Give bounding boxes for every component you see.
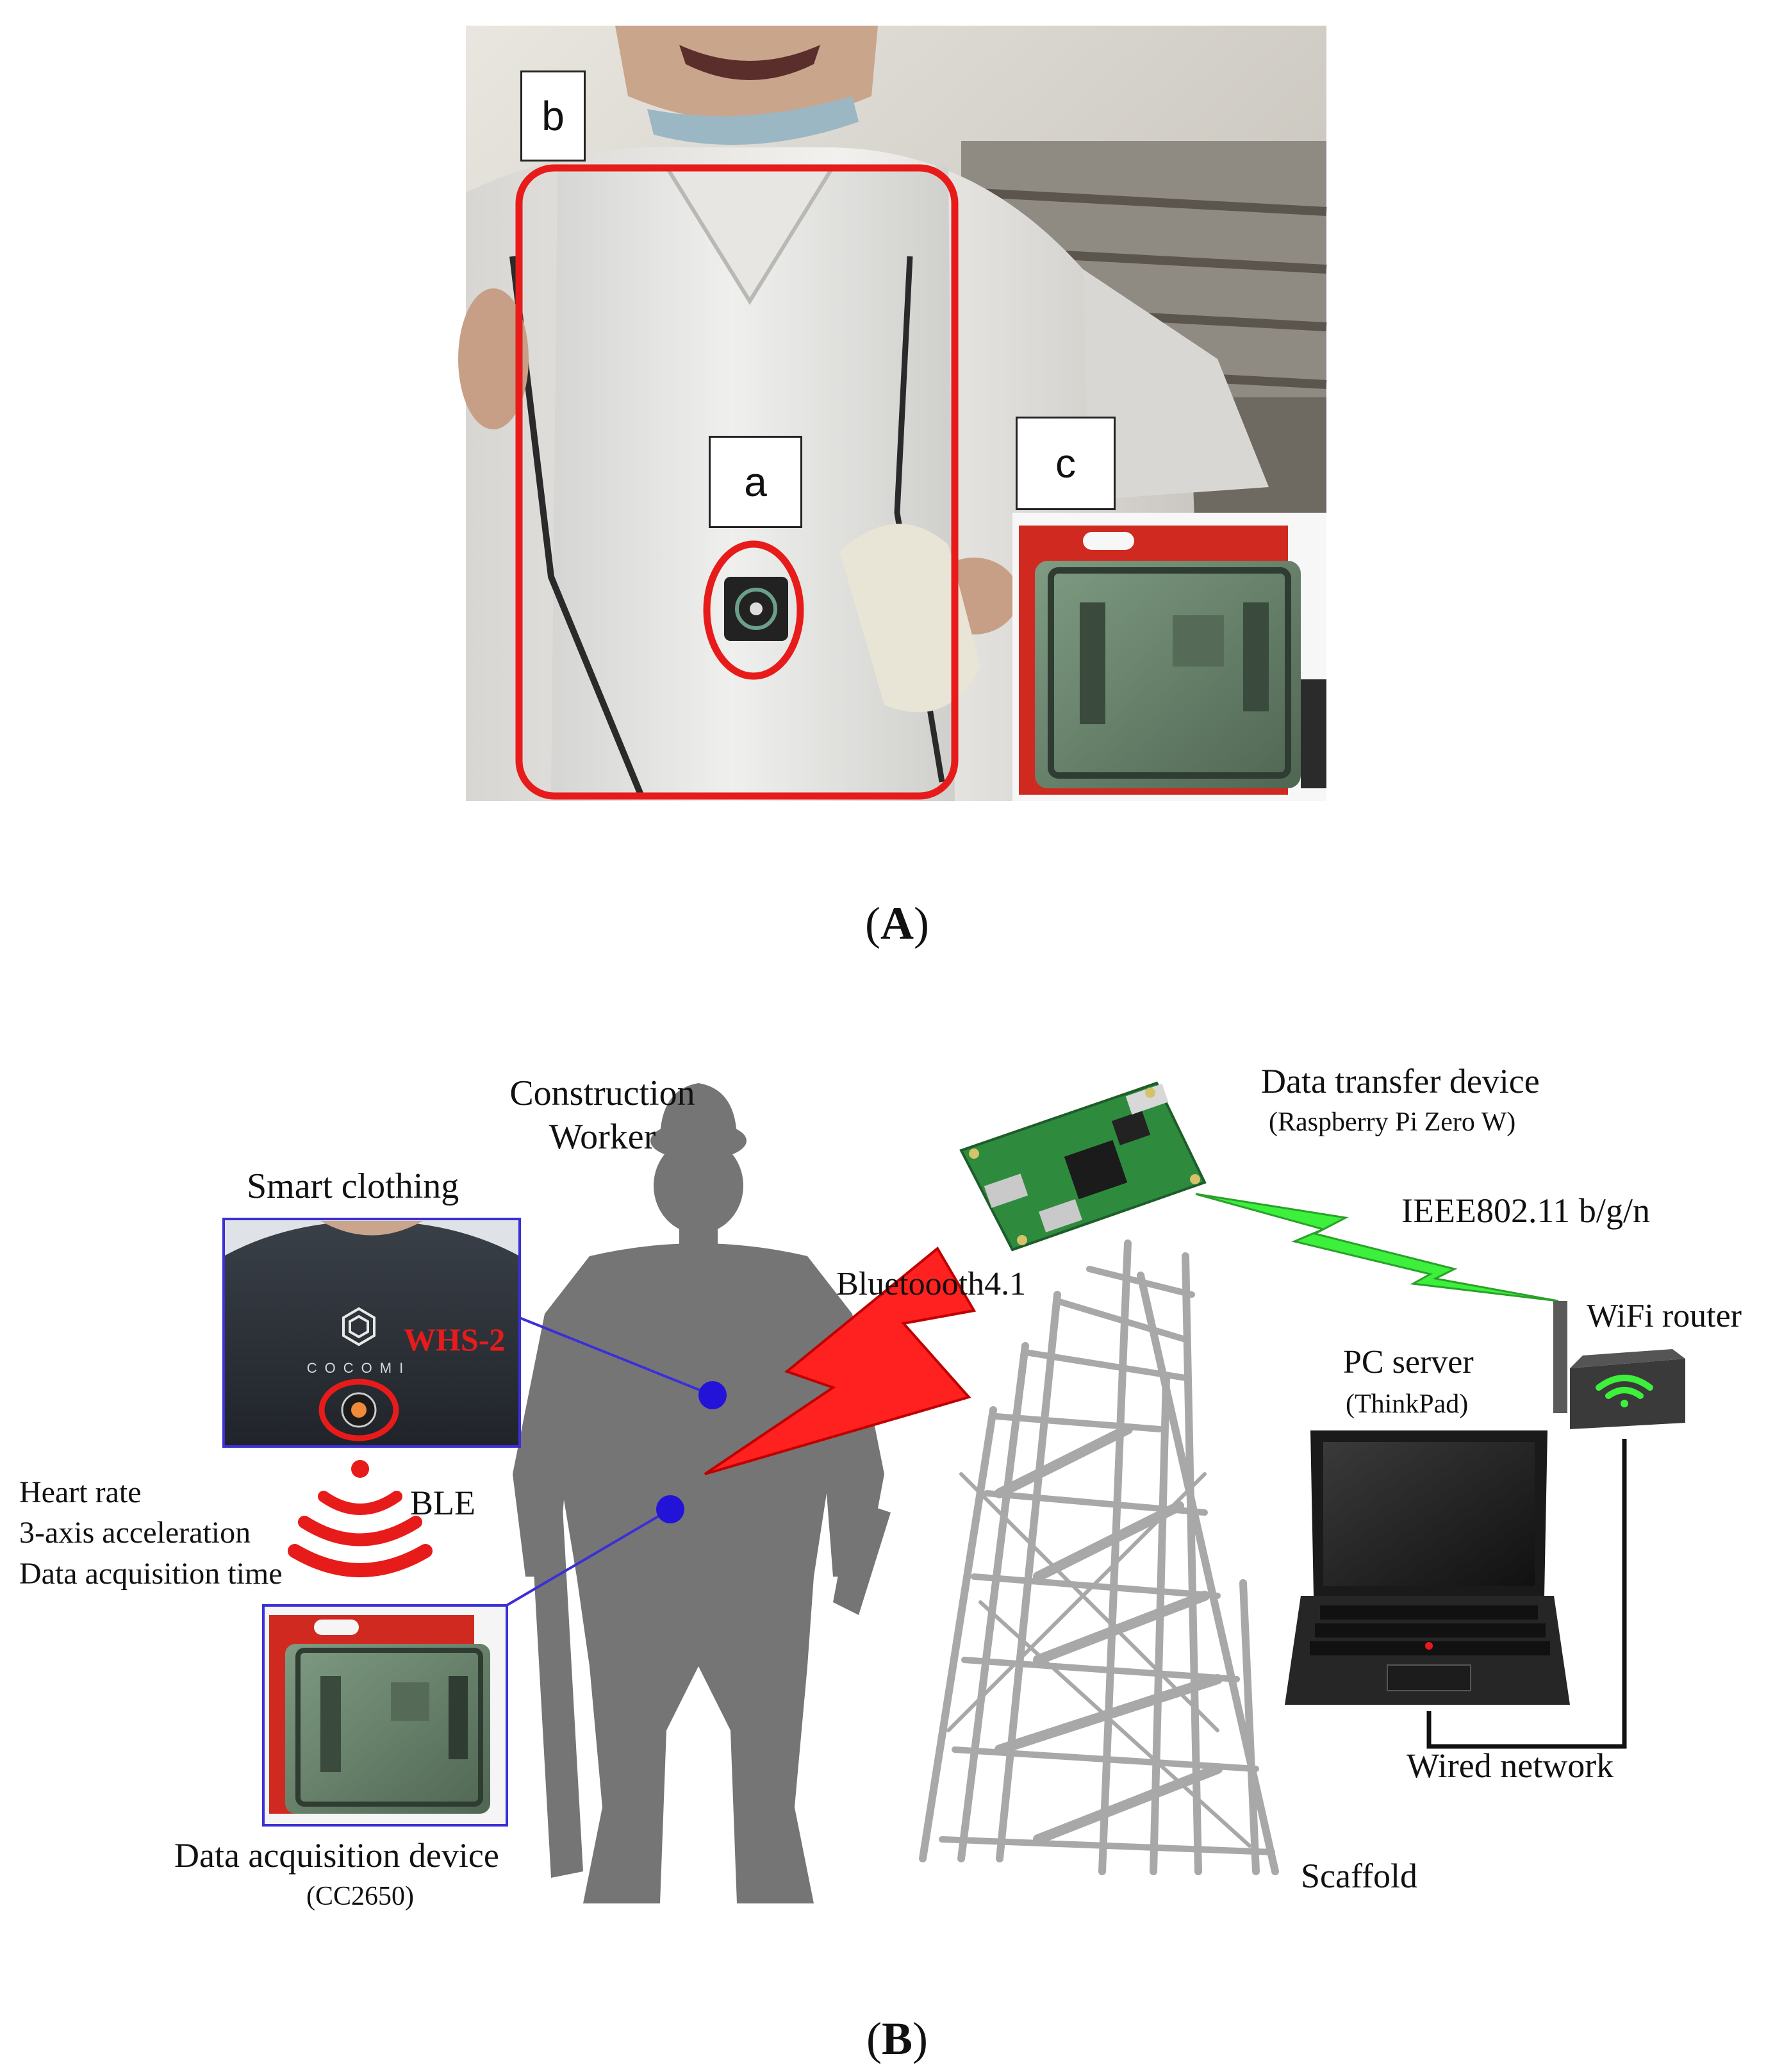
whs2-label: WHS-2 (404, 1322, 506, 1357)
construction-worker-line2: Worker (549, 1117, 656, 1157)
shirt-brand-text: COCOMI (307, 1360, 411, 1376)
smart-clothing-label: Smart clothing (247, 1166, 459, 1206)
connector-acq-device (500, 1508, 672, 1610)
bluetooth-bolt (704, 1246, 977, 1475)
label-b: b (520, 70, 586, 162)
acq-device-label: Data acquisition device (174, 1836, 499, 1875)
transfer-device-label: Data transfer device (1261, 1062, 1540, 1100)
panel-a-caption: (A) (865, 898, 929, 949)
highlight-ellipse-a (703, 540, 804, 680)
heart-rate-label: Heart rate (19, 1475, 142, 1509)
wired-network-label: Wired network (1407, 1746, 1614, 1785)
laptop-icon (1285, 1430, 1570, 1705)
acceleration-label: 3-axis acceleration (19, 1516, 251, 1550)
smart-clothing-photo: COCOMI (222, 1218, 521, 1448)
panel-b-letter: B (881, 2013, 913, 2064)
ieee-label: IEEE802.11 b/g/n (1401, 1191, 1650, 1230)
pc-server-label: PC server (1343, 1344, 1474, 1380)
panel-b-caption: (B) (866, 2013, 928, 2064)
connector-smart-clothing (517, 1316, 713, 1397)
wifi-router-label: WiFi router (1587, 1298, 1742, 1334)
bluetooth-label: Bluetoooth4.1 (836, 1266, 1027, 1302)
panel-a-photo (458, 26, 1327, 801)
wifi-router-icon (1553, 1301, 1685, 1429)
panel-a-letter: A (880, 898, 914, 949)
scaffold-label: Scaffold (1301, 1857, 1417, 1895)
raspberry-pi-icon (959, 1081, 1207, 1252)
transfer-device-model-label: (Raspberry Pi Zero W) (1269, 1107, 1516, 1137)
acq-time-label: Data acquisition time (19, 1557, 283, 1591)
ble-wave-icon (288, 1460, 433, 1577)
worker-silhouette (513, 1083, 891, 1903)
label-c: c (1016, 417, 1116, 510)
pc-server-model-label: (ThinkPad) (1346, 1389, 1469, 1419)
construction-worker-label: Construction Worker (487, 1072, 718, 1159)
highlight-box-b (515, 164, 959, 800)
scaffold-structure (919, 1239, 1279, 1875)
label-a: a (709, 436, 802, 528)
sensor-dot-chest (698, 1381, 727, 1409)
construction-worker-line1: Construction (509, 1073, 695, 1113)
acq-device-model-label: (CC2650) (306, 1882, 414, 1911)
acq-device-photo (262, 1604, 508, 1827)
ble-label: BLE (410, 1484, 475, 1522)
sensor-dot-waist (656, 1495, 684, 1523)
wired-network-cable (1426, 1439, 1627, 1749)
